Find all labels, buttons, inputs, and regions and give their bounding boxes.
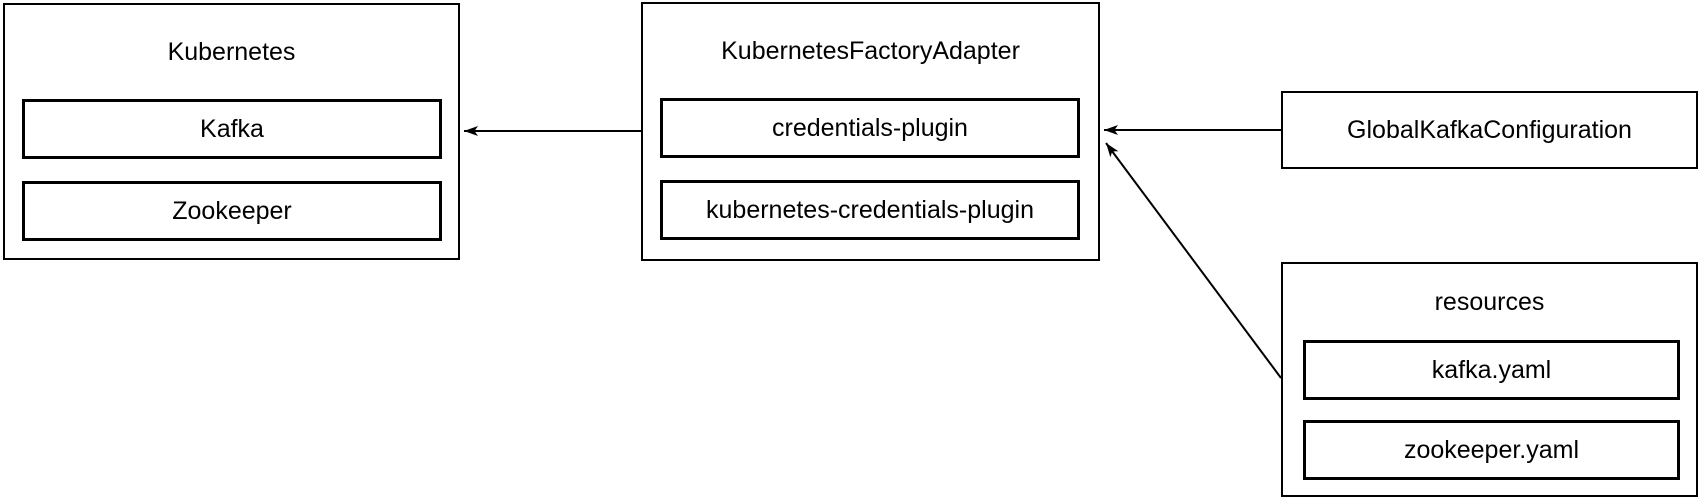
node-kubernetes-title: Kubernetes [167,37,296,66]
node-kafka-yaml-label: kafka.yaml [1431,355,1552,384]
node-zookeeper-yaml-label: zookeeper.yaml [1403,435,1580,464]
node-kubernetes-factory-adapter: KubernetesFactoryAdapter credentials-plu… [641,2,1100,261]
node-credentials-plugin: credentials-plugin [660,98,1080,158]
node-kafka-label: Kafka [200,114,264,143]
node-zookeeper-label: Zookeeper [172,196,292,225]
node-kubernetes-credentials-plugin: kubernetes-credentials-plugin [660,180,1080,240]
node-zookeeper: Zookeeper [22,181,442,241]
node-kubernetes-credentials-plugin-label: kubernetes-credentials-plugin [706,195,1034,224]
node-kafka: Kafka [22,99,442,159]
node-kubernetes: Kubernetes Kafka Zookeeper [3,3,460,260]
node-resources-title: resources [1434,287,1545,316]
node-global-kafka-configuration: GlobalKafkaConfiguration [1281,91,1698,169]
node-resources: resources kafka.yaml zookeeper.yaml [1281,262,1698,497]
node-kafka-yaml: kafka.yaml [1303,340,1680,400]
node-zookeeper-yaml: zookeeper.yaml [1303,420,1680,480]
node-credentials-plugin-label: credentials-plugin [772,113,968,142]
node-global-kafka-configuration-title: GlobalKafkaConfiguration [1347,115,1632,144]
edge-resources-to-adapter [1105,142,1282,379]
node-kubernetes-factory-adapter-title: KubernetesFactoryAdapter [721,36,1020,65]
